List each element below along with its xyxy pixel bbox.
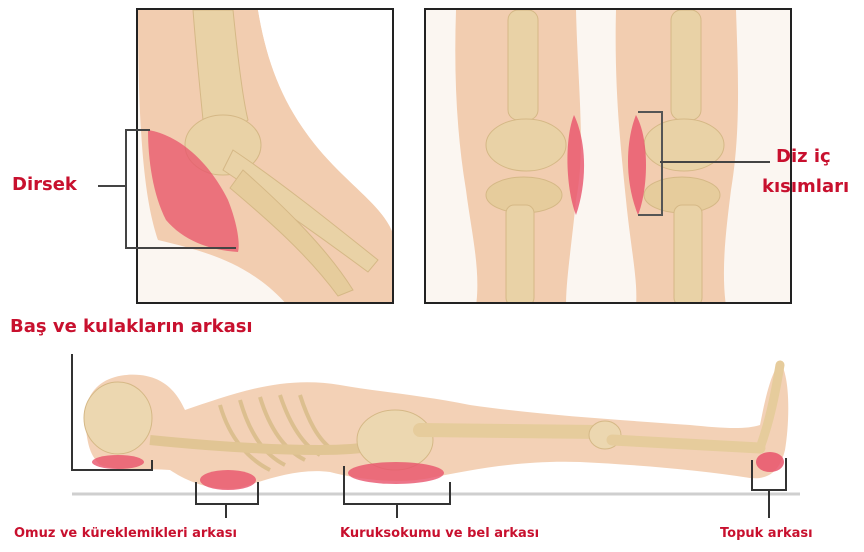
shoulder-pressure-zone bbox=[200, 470, 256, 490]
knee-label-line2: kısımları bbox=[762, 176, 849, 197]
sacrum-label: Kuruksokumu ve bel arkası bbox=[340, 526, 539, 541]
head-label: Baş ve kulakların arkası bbox=[10, 316, 253, 337]
shoulder-label: Omuz ve küreklemikleri arkası bbox=[14, 526, 237, 541]
elbow-panel bbox=[136, 8, 394, 304]
sacrum-pressure-zone bbox=[348, 462, 444, 484]
heel-label: Topuk arkası bbox=[720, 526, 813, 541]
head-pressure-zone bbox=[92, 455, 144, 469]
elbow-label: Dirsek bbox=[12, 174, 77, 195]
knee-label-line1: Diz iç bbox=[776, 146, 831, 167]
elbow-illustration bbox=[138, 10, 394, 304]
knee-panel bbox=[424, 8, 792, 304]
heel-pressure-zone bbox=[756, 452, 784, 472]
knee-illustration bbox=[426, 10, 792, 304]
